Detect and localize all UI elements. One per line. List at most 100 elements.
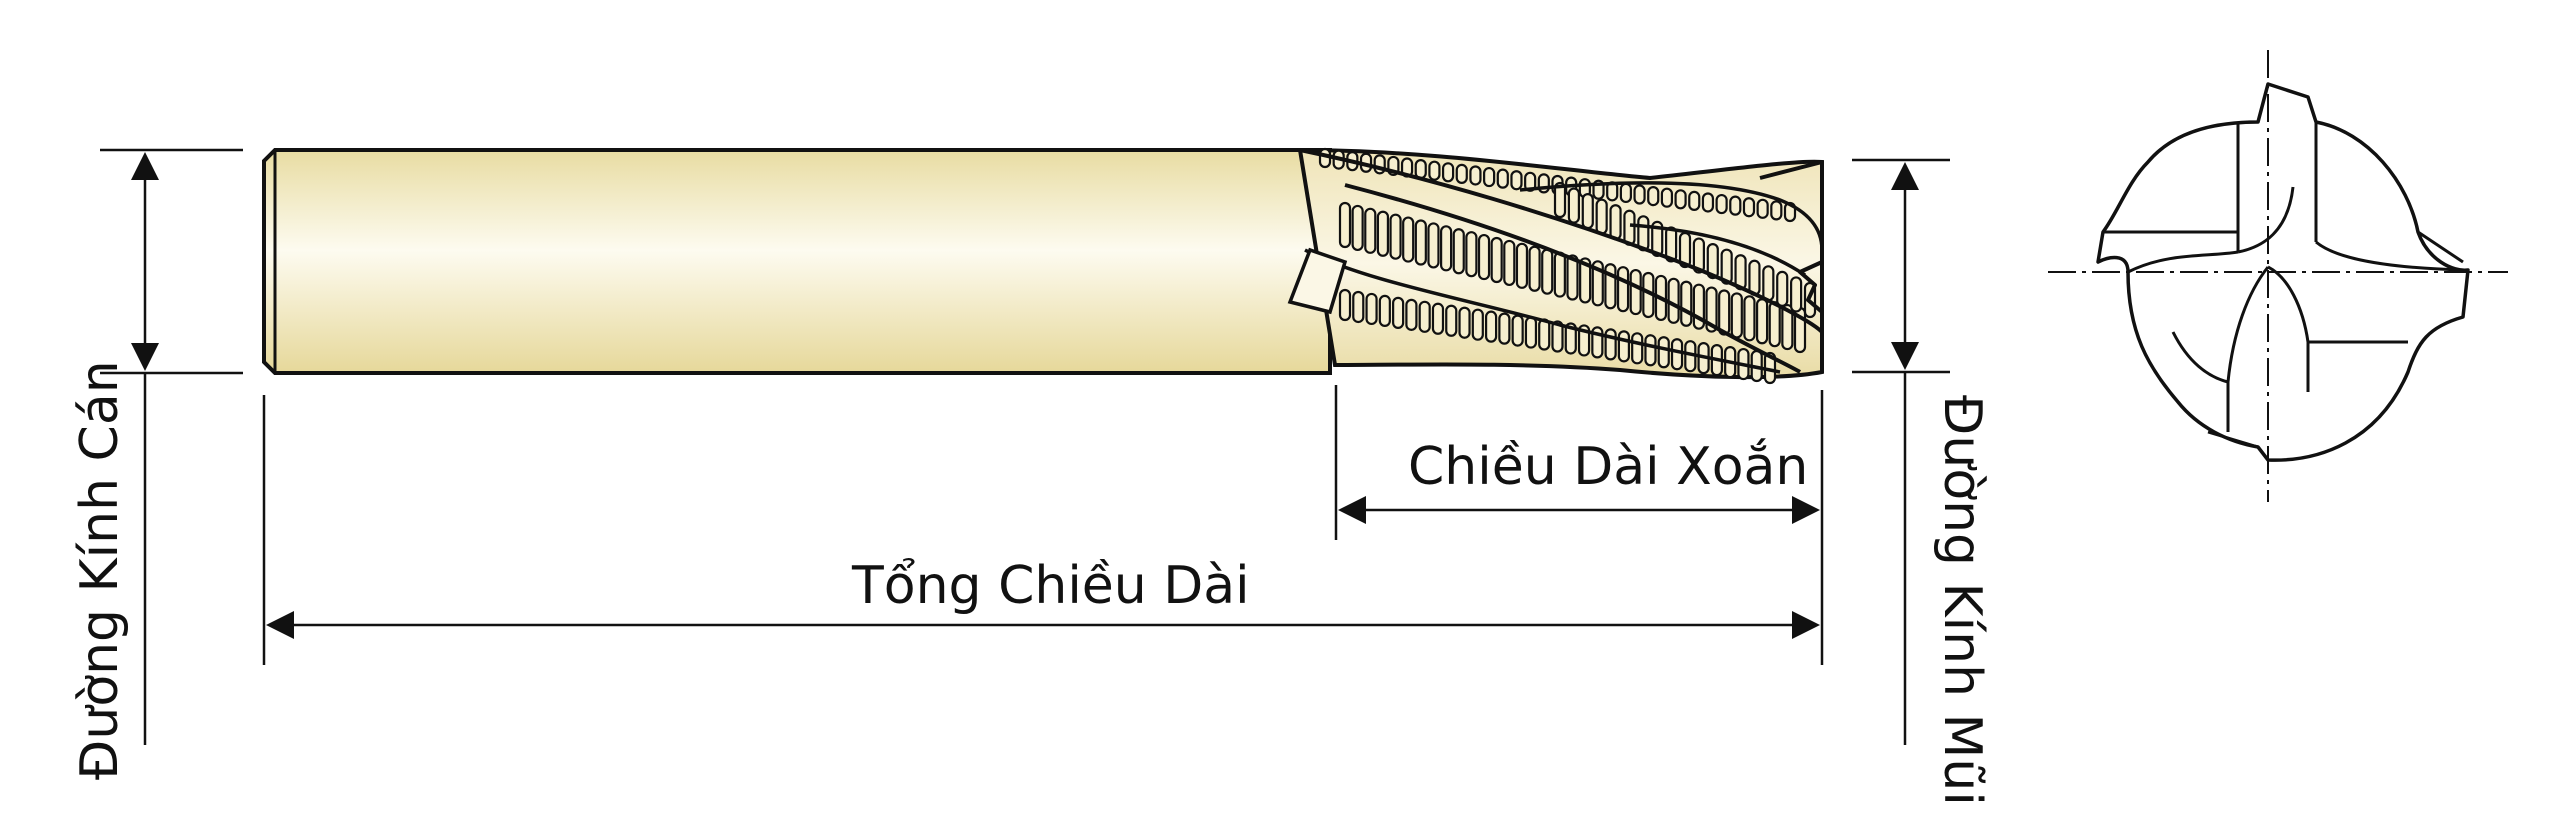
dimension-lines [100,148,1950,745]
flute-rib [1581,193,1594,230]
flute-rib [1458,306,1471,339]
flute-rib [1511,314,1524,347]
flute-rib [1405,298,1418,331]
flute-rib [1748,259,1761,296]
flute-rib [1566,254,1579,301]
flute-rib [1706,243,1719,280]
flute-rib [1427,222,1440,269]
flute-rib [1680,280,1693,327]
flute-rib [1524,171,1537,192]
flute-rib [1781,303,1794,351]
tip-teeth [1759,160,1824,372]
flute-rib [1604,328,1617,361]
flute-rib [1619,182,1632,204]
flute-rib [1631,332,1644,365]
flute-rib [1729,195,1742,216]
flute-rib [1338,288,1352,322]
flute-rib [1418,300,1431,333]
flute-rib [1445,304,1458,337]
flute-rib [1402,216,1415,263]
dimension-arrows [131,152,1919,639]
shank-body [262,148,1332,375]
flute-rib [1665,226,1678,263]
flute-rib [1515,242,1529,289]
flute-rib [1616,266,1630,313]
flute-rib [1510,170,1523,191]
flute-rib [1595,198,1608,235]
overall-length-label: Tổng Chiều Dài [852,556,1250,616]
flute-rib [1688,190,1701,211]
flute-rib [1441,162,1455,183]
flute-rib [1378,294,1391,328]
flute-section [1287,147,1824,385]
flute-rib [1392,296,1405,329]
flute-rib [1770,200,1783,221]
flute-rib [1431,302,1445,335]
flute-ribs [1318,147,1817,385]
flute-rib [1414,159,1427,180]
flute-rib [1730,292,1743,339]
flute-rib [1579,257,1592,304]
flute-rib [1564,322,1577,355]
helix-edge-5 [1629,223,1806,277]
flute-rib [1496,168,1509,189]
flute-rib [1790,276,1803,313]
flute-gash [1287,247,1348,315]
flute-rib [1553,181,1567,219]
flute-rib [1498,312,1511,345]
flute-rib [1553,251,1566,298]
flute-rib [1670,338,1684,371]
helix-edge-3 [1304,248,1781,374]
flute-rib [1623,209,1636,246]
flute-rib [1364,207,1377,254]
flute-rib [1528,245,1541,292]
flute-rib [1629,268,1642,316]
flute-rib [1477,233,1491,281]
flute-rib [1705,286,1718,333]
flute-rib [1469,165,1482,186]
flute-rib [1490,236,1503,284]
flute-rib [1720,248,1733,285]
helix-edge-2 [1344,183,1802,374]
flute-rib [1428,160,1441,181]
flute-length-label: Chiều Dài Xoắn [1408,437,1809,497]
helix-edge-4 [1519,181,1824,251]
flute-rib [1647,186,1660,207]
flute-rib [1503,239,1516,287]
flute-rib [1465,231,1478,278]
flute-rib [1633,184,1646,205]
cutting-diameter-label: Đường Kính Mũi [1932,395,1992,806]
flute-rib [1567,187,1580,224]
flute-rib [1651,220,1664,257]
helix-edge-1 [1299,148,1824,334]
flute-rib [1755,298,1769,345]
flute-rib [1660,187,1674,208]
flute-rib [1742,197,1756,218]
end-view [2048,50,2508,502]
flute-rib [1452,228,1465,275]
flute-rib [1743,295,1756,342]
flute-rib [1701,192,1715,213]
flute-rib [1768,301,1781,348]
flute-rib [1455,163,1468,184]
flute-rib [1604,263,1617,310]
flute-rib [1484,310,1498,343]
flute-rib [1471,308,1484,341]
flute-rib [1551,320,1564,353]
flute-rib [1692,237,1705,274]
flute-rib [1609,204,1622,241]
flute-rib [1389,213,1402,260]
flute-rib [1483,166,1496,188]
flute-rib [1365,292,1378,326]
flute-rib [1376,210,1390,257]
shank-diameter-label: Đường Kính Cán [70,360,130,780]
flute-rib [1351,204,1364,252]
flute-rib [1762,265,1775,302]
flute-rib [1440,225,1453,272]
flute-rib [1541,248,1554,295]
flute-rib [1338,201,1352,249]
flute-rib [1674,189,1687,210]
flute-rib [1715,193,1728,215]
flute-rib [1718,289,1731,336]
